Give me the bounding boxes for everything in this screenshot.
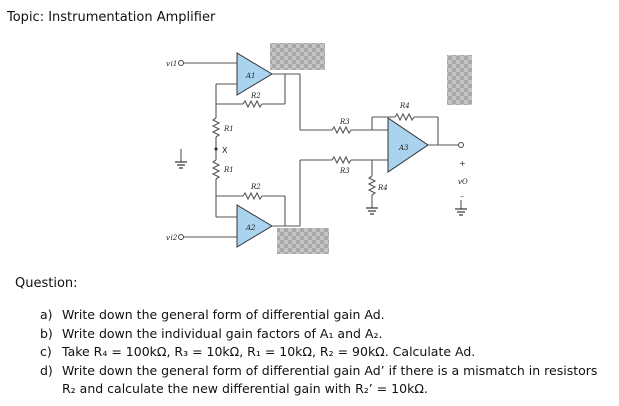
question-text: Write down the general form of different… bbox=[62, 362, 598, 397]
a2-label: A2 bbox=[245, 224, 256, 232]
vo-terminal bbox=[458, 142, 464, 148]
question-text: Take R₄ = 100kΩ, R₃ = 10kΩ, R₁ = 10kΩ, R… bbox=[62, 344, 476, 360]
r3-top-label: R3 bbox=[339, 118, 350, 126]
question-list: a) Write down the general form of differ… bbox=[40, 306, 615, 399]
r1-bottom-label: R1 bbox=[223, 166, 234, 174]
r2-bottom-label: R2 bbox=[250, 183, 261, 191]
r3-bottom-label: R3 bbox=[339, 167, 350, 175]
redacted-block-a2-output bbox=[277, 228, 329, 254]
opamp-a1 bbox=[236, 52, 273, 96]
question-letter: c) bbox=[40, 344, 52, 360]
vi2-terminal bbox=[178, 234, 184, 240]
vi2-label: v i2 bbox=[166, 234, 178, 242]
a3-label: A3 bbox=[398, 144, 409, 152]
a1-label: A1 bbox=[245, 72, 256, 80]
question-letter: d) bbox=[40, 362, 53, 378]
r4-bottom-label: R4 bbox=[377, 184, 388, 192]
vi1-label: v i1 bbox=[166, 60, 177, 68]
vi1-terminal bbox=[178, 60, 184, 66]
node-x-label: X bbox=[222, 146, 228, 155]
output-plus-sign: + bbox=[459, 159, 466, 168]
opamp-a2 bbox=[236, 204, 273, 248]
opamp-a3 bbox=[387, 117, 429, 173]
question-item-c: c) Take R₄ = 100kΩ, R₃ = 10kΩ, R₁ = 10kΩ… bbox=[40, 343, 615, 362]
output-minus-sign: – bbox=[460, 192, 464, 201]
redacted-block-output bbox=[447, 55, 472, 105]
question-item-b: b) Write down the individual gain factor… bbox=[40, 325, 615, 344]
r1-top-label: R1 bbox=[223, 125, 234, 133]
question-item-a: a) Write down the general form of differ… bbox=[40, 306, 615, 325]
instrumentation-amplifier-circuit: v i1 v i2 A1 A2 A3 R1 R1 R2 R2 R3 R3 R4 … bbox=[166, 43, 472, 254]
question-text: Write down the individual gain factors o… bbox=[62, 325, 383, 341]
question-letter: b) bbox=[40, 325, 53, 341]
vo-label: vO bbox=[458, 178, 468, 186]
r2-top-label: R2 bbox=[250, 92, 261, 100]
question-item-d: d) Write down the general form of differ… bbox=[40, 362, 615, 399]
question-text: Write down the general form of different… bbox=[62, 307, 385, 322]
redacted-block-a1-output bbox=[270, 43, 325, 70]
question-letter: a) bbox=[40, 307, 53, 322]
topic-heading: Topic: Instrumentation Amplifier bbox=[7, 10, 216, 25]
question-heading: Question: bbox=[15, 276, 78, 291]
r4-top-label: R4 bbox=[399, 102, 410, 110]
